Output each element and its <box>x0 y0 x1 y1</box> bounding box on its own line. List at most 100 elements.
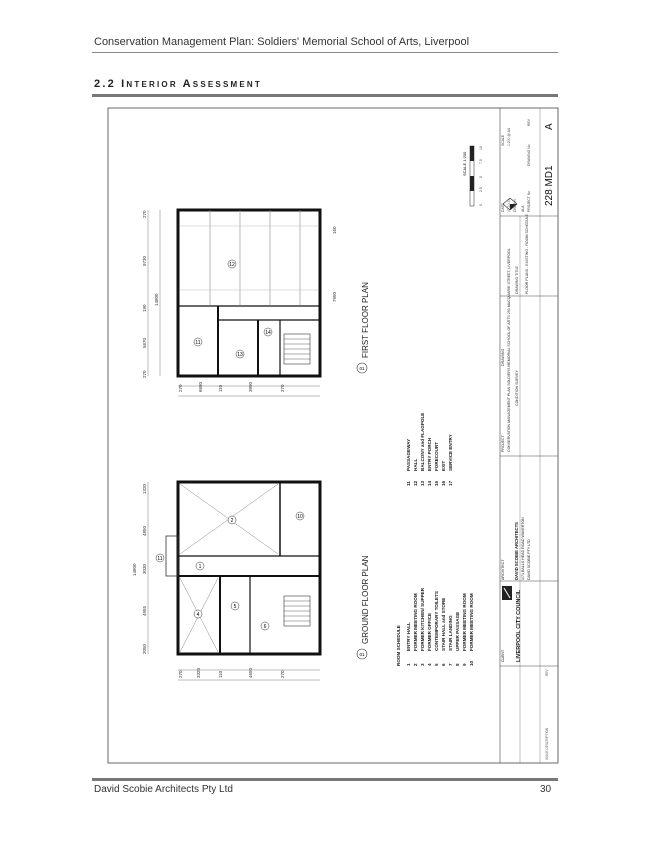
room-marker: 11 <box>157 556 162 562</box>
room-number: 17 <box>448 480 453 486</box>
dimension-label: 14800 <box>132 563 137 576</box>
drawn-label: DRAWN <box>513 199 517 212</box>
dimension-label: 190 <box>142 304 147 312</box>
room-marker: 11 <box>195 340 200 346</box>
room-schedule-title: ROOM SCHEDULE <box>396 625 401 666</box>
header-rule <box>92 52 558 53</box>
project-title: CONSERVATION MANAGEMENT PLAN SOLDIERS ME… <box>507 248 511 452</box>
room-number: 12 <box>413 480 418 486</box>
room-marker: 14 <box>265 330 271 336</box>
title-block: SCALE 1:200 0 2.5 5 7.5 10 228 MD1 A DAT… <box>462 108 558 763</box>
room-marker: 5 <box>234 604 237 610</box>
architect-logo <box>502 586 512 600</box>
room-number: 3 <box>420 663 425 666</box>
architectural-drawing-sheet: 12 11 13 14 270 9730 190 5670 270 14800 … <box>107 107 559 764</box>
rev-label: REV <box>527 118 531 126</box>
dimension-label: 270 <box>280 670 285 678</box>
project-label: PROJECT <box>501 434 505 452</box>
dimension-label: 3030 <box>142 563 147 574</box>
drawn-value: ALA <box>521 205 525 212</box>
room-schedule: ROOM SCHEDULE 1 ENTRY HALL 2 FORMER MEETING… <box>396 413 474 666</box>
scale-label: SCALE <box>501 134 505 146</box>
dimension-label: 270 <box>142 370 147 378</box>
scale-bar-title: SCALE 1:200 <box>462 151 467 176</box>
room-number: 14 <box>427 480 432 486</box>
room-number: 5 <box>434 663 439 666</box>
client-name: LIVERPOOL CITY COUNCIL <box>516 589 522 662</box>
dimension-label: 110 <box>218 670 223 678</box>
drawing-number: 228 MD1 <box>544 165 555 206</box>
room-marker: 10 <box>297 514 303 520</box>
room-number: 8 <box>455 663 460 666</box>
section-title: 2.2 Interior Assessment <box>94 78 262 90</box>
room-marker: 6 <box>264 624 267 630</box>
date-value: 07.10.15 <box>507 199 511 212</box>
room-number: 4 <box>427 663 432 666</box>
room-marker: 4 <box>197 612 200 618</box>
room-name: FORMER MEETING ROOM <box>469 593 474 651</box>
room-number: 9 <box>462 663 467 666</box>
drawing-status: CONDITION SURVEY <box>515 370 519 406</box>
room-name: EXIT <box>441 461 446 471</box>
room-marker: 2 <box>231 518 234 524</box>
section-rule <box>92 94 558 97</box>
client-label: CLIENT <box>501 650 505 662</box>
room-number: 10 <box>469 660 474 666</box>
page-number: 30 <box>540 784 552 795</box>
sheet-title: FLOOR PLANS - EXISTING - ROOM SCHEDULE <box>525 213 529 294</box>
scale-tick: 7.5 <box>479 159 483 164</box>
room-name: PASSAGEWAY <box>406 439 411 471</box>
room-name: HALL <box>413 459 418 471</box>
dimension-label: 2050 <box>142 643 147 654</box>
drawing-no-label: DRAWING No <box>527 144 531 166</box>
dimension-label: 160 <box>332 226 337 234</box>
room-name: BALCONY and FLAGPOLE <box>420 413 425 471</box>
sheet-border <box>107 107 559 764</box>
dimension-label: 270 <box>178 384 183 392</box>
room-number: 15 <box>434 480 439 486</box>
issue-rev-label: REV <box>545 669 549 676</box>
dimension-label: 4955 <box>142 605 147 616</box>
scale-value: 1:200 @ A4 <box>507 128 511 146</box>
room-name: CONTEMPORARY TOILETS <box>434 591 439 651</box>
room-name: FORMER MEETING ROOM <box>462 593 467 651</box>
architect-name: DAVID SCOBIE ARCHITECTS <box>514 522 519 580</box>
room-name: STAIR LANDING <box>448 615 453 651</box>
dimension-label: 4650 <box>248 667 253 678</box>
room-number: 1 <box>406 663 411 666</box>
scale-bar: SCALE 1:200 0 2.5 5 7.5 10 <box>462 145 483 207</box>
room-number: 13 <box>420 480 425 486</box>
issue-description-label: ISSUE DESCRIPTION <box>545 727 549 760</box>
room-number: 2 <box>413 663 418 666</box>
first-floor-plan: 12 11 13 14 270 9730 190 5670 270 14800 … <box>142 208 370 397</box>
scale-tick: 10 <box>479 146 483 150</box>
room-name: FORECOURT <box>434 442 439 471</box>
dimension-label: 270 <box>280 384 285 392</box>
architect-label: ARCHITECT <box>501 559 505 580</box>
room-name: UPPER PASSAGE <box>455 612 460 651</box>
dimension-label: 14800 <box>154 293 159 306</box>
dimension-label: 270 <box>142 210 147 218</box>
scale-tick: 0 <box>479 204 483 206</box>
footer-firm: David Scobie Architects Pty Ltd <box>94 784 233 795</box>
footer-rule <box>92 778 558 781</box>
room-number: 16 <box>441 480 446 486</box>
dimension-label: 4850 <box>142 525 147 536</box>
room-number: 6 <box>441 663 446 666</box>
room-name: SERVICE ENTRY <box>448 434 453 471</box>
revision-letter: A <box>544 123 555 130</box>
scale-tick: 5 <box>479 176 483 178</box>
room-name: ENTRY HALL <box>406 622 411 651</box>
architect-contact: DAVID SCOBIE PTY LTD <box>527 539 531 580</box>
drawing-label: DRAWING <box>501 349 505 366</box>
drawing-title-label: DRAWING TITLE <box>515 265 519 294</box>
dimension-label: 7950 <box>332 291 337 302</box>
running-header: Conservation Management Plan: Soldiers' … <box>94 36 470 48</box>
date-label: DATE <box>501 202 505 212</box>
dimension-label: 3890 <box>248 381 253 392</box>
room-number: 11 <box>406 481 411 486</box>
dimension-label: 110 <box>218 384 223 392</box>
plan-marker: 01 <box>359 652 365 657</box>
ground-floor-plan: 2 4 5 6 10 1 11 1320 4850 3030 4955 2050… <box>132 480 370 681</box>
room-name: ENTRY PORCH <box>427 437 432 471</box>
